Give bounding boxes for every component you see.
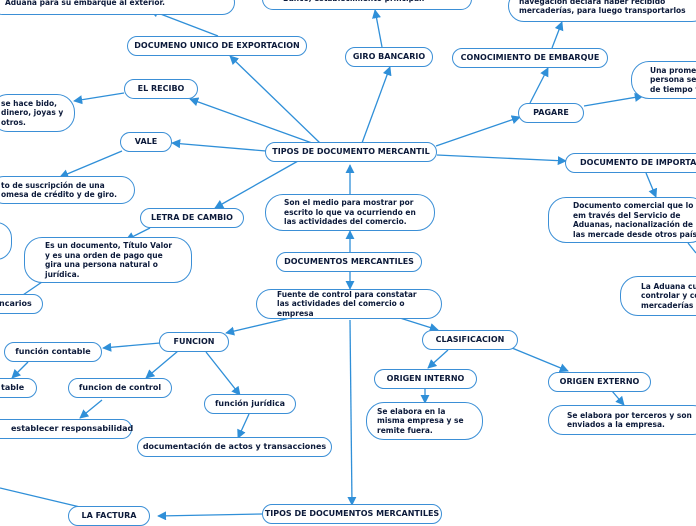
node-recibo-desc: se hace bido, dinero, joyas y otros. xyxy=(0,94,75,132)
node-letra-desc: Es un documento, Título Valor y es una o… xyxy=(24,237,192,283)
node-tipos-documento-mercantil[interactable]: TIPOS DE DOCUMENTO MERCANTIL xyxy=(265,142,437,162)
node-interno-desc: Se elabora en la misma empresa y se remi… xyxy=(366,402,483,440)
node-letra-cambio[interactable]: LETRA DE CAMBIO xyxy=(140,208,244,228)
node-documentos-mercantiles[interactable]: DOCUMENTOS MERCANTILES xyxy=(276,252,422,272)
link-funcion-to-contable xyxy=(102,342,161,352)
link-fuente-to-clasificacion xyxy=(399,317,439,332)
link-recibo-to-desc xyxy=(73,92,125,105)
node-clasificacion[interactable]: CLASIFICACION xyxy=(422,330,518,350)
link-main-to-importacion xyxy=(436,154,567,166)
node-funcion-contable[interactable]: función contable xyxy=(4,342,102,362)
node-funcion-juridica[interactable]: función jurídica xyxy=(204,394,296,414)
link-tipos-to-factura xyxy=(157,511,263,520)
node-promesa: Una promesa persona se d de tiempo y xyxy=(631,61,696,99)
node-navegacion: navegación declara haber recibido mercad… xyxy=(508,0,696,22)
node-documento-importacion[interactable]: DOCUMENTO DE IMPORTACION xyxy=(565,153,696,173)
node-banco: Banco, establecimiento principal. xyxy=(262,0,472,10)
link-pagare-to-conocimiento xyxy=(529,67,549,104)
link-fuente-to-tipos xyxy=(347,319,357,506)
node-externo-desc: Se elabora por terceros y son enviados a… xyxy=(548,405,696,435)
node-giro-bancario[interactable]: GIRO BANCARIO xyxy=(345,47,433,67)
node-aduana-controlar: La Aduana cu controlar y col mercaderías… xyxy=(620,276,696,316)
link-importacion-desc-to-aduana xyxy=(687,242,696,254)
node-responsabilidad[interactable]: establecer responsabilidad xyxy=(0,419,133,439)
link-funcion-to-control xyxy=(145,350,179,379)
node-aduana-embarque: Aduana para su embarque al exterior. xyxy=(0,0,235,15)
link-control-to-responsabilidad xyxy=(79,399,103,419)
node-actos[interactable]: documentación de actos y transacciones xyxy=(137,437,332,457)
link-funcion-to-juridica xyxy=(205,351,241,396)
node-medio-mostrar: Son el medio para mostrar por escrito lo… xyxy=(265,194,435,231)
node-origen-interno[interactable]: ORIGEN INTERNO xyxy=(374,369,477,389)
link-main-to-documento-unico xyxy=(229,55,321,144)
node-importacion-desc: Documento comercial que lo em través del… xyxy=(548,197,696,243)
node-pagare[interactable]: PAGARE xyxy=(518,103,584,123)
link-main-to-recibo xyxy=(189,97,313,144)
node-la-factura[interactable]: LA FACTURA xyxy=(68,506,150,526)
node-fuente-control: Fuente de control para constatar las act… xyxy=(256,289,442,319)
link-factura-left xyxy=(0,487,81,508)
link-vale-to-desc xyxy=(59,150,123,179)
node-vale-desc: to de suscripción de una omesa de crédit… xyxy=(0,176,135,204)
node-contable: table xyxy=(0,378,37,398)
link-fuente-to-funcion xyxy=(225,317,291,336)
node-bancarios: ncarios xyxy=(0,294,43,314)
node-el-recibo[interactable]: EL RECIBO xyxy=(124,79,198,99)
link-clasificacion-to-externo xyxy=(511,347,569,373)
link-juridica-to-actos xyxy=(237,413,250,439)
link-giro-to-banco xyxy=(372,9,383,48)
link-conocimiento-to-navegacion xyxy=(551,21,564,49)
link-main-to-pagare xyxy=(435,115,521,147)
link-main-to-vale xyxy=(171,139,267,152)
node-tipos-documentos-mercantiles[interactable]: TIPOS DE DOCUMENTOS MERCANTILES xyxy=(262,504,442,524)
node-origen-externo[interactable]: ORIGEN EXTERNO xyxy=(548,372,651,392)
link-main-to-letra xyxy=(214,160,299,209)
node-vale[interactable]: VALE xyxy=(120,132,172,152)
link-importacion-to-desc xyxy=(645,172,658,198)
link-pagare-to-promesa xyxy=(583,92,644,107)
link-clasificacion-to-interno xyxy=(427,349,449,369)
link-externo-to-desc xyxy=(611,390,625,406)
node-conocimiento-embarque[interactable]: CONOCIMIENTO DE EMBARQUE xyxy=(452,48,608,68)
link-main-to-giro xyxy=(361,66,392,144)
link-contable-to-table xyxy=(11,361,29,379)
node-documento-unico[interactable]: DOCUMENO UNICO DE EXPORTACION xyxy=(127,36,307,56)
node-funcion[interactable]: FUNCION xyxy=(159,332,229,352)
node-funcion-control[interactable]: funcion de control xyxy=(68,378,172,398)
